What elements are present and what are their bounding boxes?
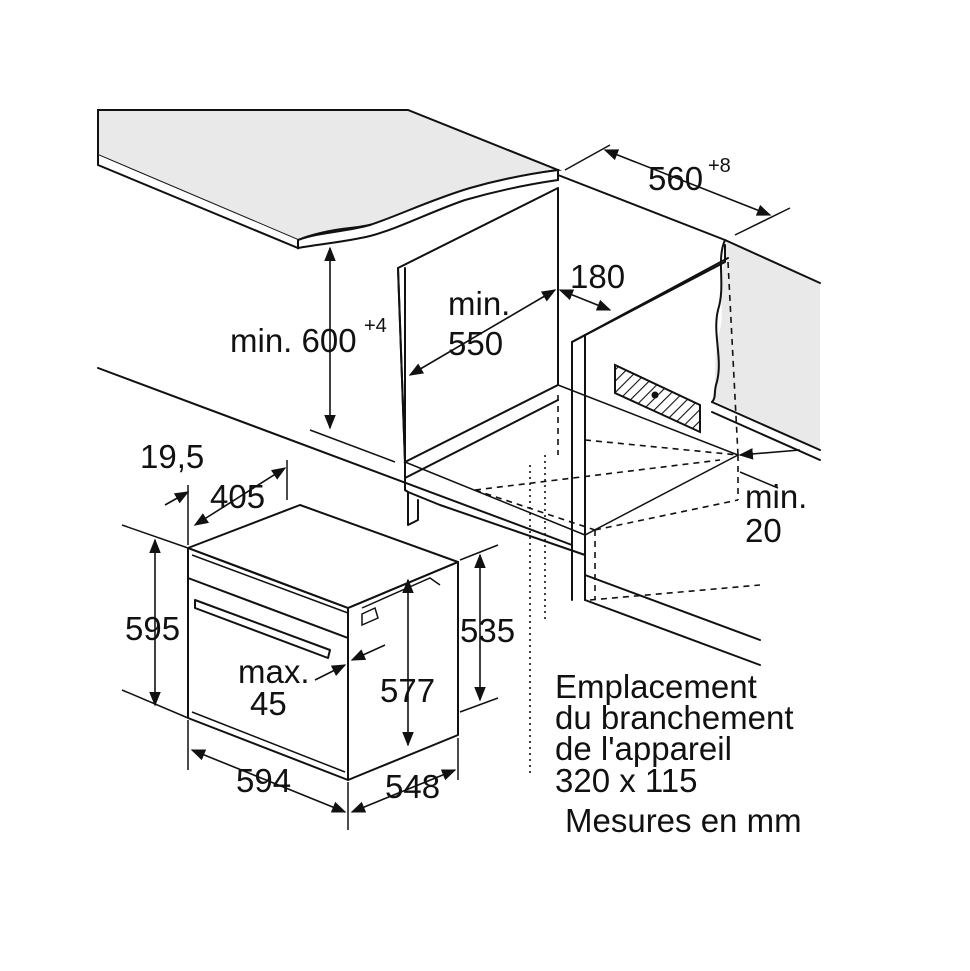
hidden-niche-outline [474, 261, 761, 601]
labels: 560 +8 180 min. 550 min. 600 +4 min. 20 … [125, 155, 807, 839]
connection-leader [529, 455, 546, 775]
oven-depth-label: 548 [385, 768, 440, 805]
niche-depth-min-word: min. [448, 285, 510, 322]
height-tolerance: +4 [364, 315, 387, 337]
handle-max-word: max. [238, 653, 310, 690]
oven-front-depth-label: 405 [210, 478, 265, 515]
niche-width-tolerance: +8 [708, 155, 731, 177]
niche-width-label: 560 [648, 160, 703, 197]
handle-max-value: 45 [250, 685, 287, 722]
units-note: Mesures en mm [565, 802, 802, 839]
connection-text-line-2: du branchement [555, 699, 794, 736]
countertop-left [97, 109, 562, 250]
oven-width-label: 594 [236, 762, 291, 799]
niche-depth-value: 550 [448, 325, 503, 362]
oven-inner-height-label: 577 [380, 672, 435, 709]
connection-text-line-3: de l'appareil [555, 730, 732, 767]
gap-min-value: 20 [745, 512, 782, 549]
oven-body-height-label: 535 [460, 612, 515, 649]
niche-cabinet [97, 174, 761, 666]
countertop-right [711, 239, 821, 461]
front-thickness-label: 19,5 [140, 438, 204, 475]
connection-cutout [614, 363, 701, 434]
oven [187, 504, 459, 781]
oven-height-label: 595 [125, 610, 180, 647]
cutout-depth-label: 180 [570, 258, 625, 295]
height-min-label: min. 600 [230, 322, 357, 359]
connection-text-line-1: Emplacement [555, 668, 757, 705]
gap-min-word: min. [745, 478, 807, 515]
connection-text-line-4: 320 x 115 [555, 762, 698, 799]
dimension-lines [121, 144, 801, 830]
